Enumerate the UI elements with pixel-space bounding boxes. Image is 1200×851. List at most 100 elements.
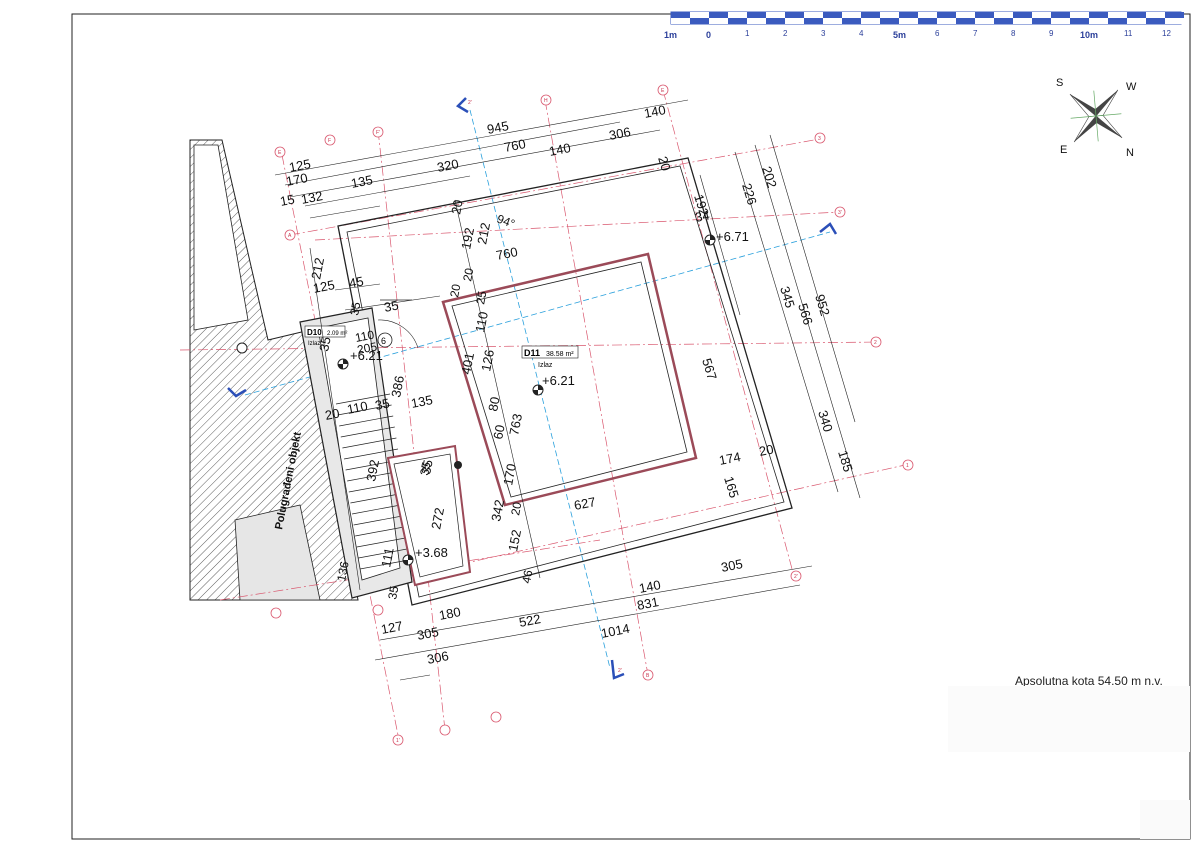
- scale-cell: [1165, 12, 1184, 18]
- dim-text: 140: [638, 577, 662, 596]
- scale-cell: [918, 12, 937, 18]
- scale-cell: [823, 12, 842, 18]
- dimensions-inner: 20 192 212 760 20 25 20 110 401 126 80 6…: [347, 154, 742, 584]
- stair-tread: [337, 404, 392, 416]
- scale-cell: [1165, 18, 1184, 24]
- level-d10: +6.21: [350, 348, 383, 363]
- scale-cell: [1032, 18, 1051, 24]
- scale-cell: [747, 12, 766, 18]
- scale-label-1: 1: [745, 29, 750, 38]
- scale-cell: [1089, 18, 1108, 24]
- dim-text: 80: [485, 396, 502, 413]
- dim-text: 15: [279, 191, 296, 208]
- scale-cell: [918, 18, 937, 24]
- dim-text: 20: [655, 154, 674, 172]
- stair-tread: [351, 503, 407, 515]
- scale-cell: [709, 12, 728, 18]
- dim-text: 110: [346, 398, 369, 417]
- scale-cell: [785, 18, 804, 24]
- compass-rose: N S E W: [1056, 77, 1137, 159]
- scale-cell: [1146, 12, 1165, 18]
- grid-label-3-prime: 3': [838, 210, 842, 216]
- grid-label-b: B: [646, 673, 650, 679]
- scale-cell: [709, 18, 728, 24]
- dim-text: 566: [795, 301, 816, 326]
- dim-text: 20: [460, 266, 476, 282]
- dim-text: 170: [500, 462, 519, 486]
- dim-text: 125: [312, 277, 336, 296]
- compass-e: E: [1060, 144, 1067, 156]
- dim-text: 35: [374, 395, 391, 412]
- scale-cell: [1051, 18, 1070, 24]
- dim-text: 35: [418, 459, 435, 476]
- scale-cell: [766, 18, 785, 24]
- dim-text: 35: [385, 584, 401, 600]
- scale-cell: [1089, 12, 1108, 18]
- dim-text: 35: [316, 336, 333, 353]
- scale-cell: [1127, 18, 1146, 24]
- stair-tread: [353, 514, 408, 526]
- absolute-elevation: Apsolutna kota 54.50 m n.v.: [1015, 674, 1163, 688]
- scale-cell: [994, 18, 1013, 24]
- level-stair: +3.68: [415, 545, 448, 560]
- scale-cell: [899, 18, 918, 24]
- room-code: D11: [524, 348, 540, 358]
- dim-text: 392: [363, 458, 382, 482]
- dim-text: 320: [436, 156, 460, 175]
- scale-cell: [804, 18, 823, 24]
- scale-cell: [1070, 18, 1089, 24]
- scale-cell: [1070, 12, 1089, 18]
- stair-number: 6: [381, 336, 386, 346]
- grid-label-f-prime: F': [376, 130, 380, 136]
- dim-text: 226: [739, 181, 760, 206]
- grid-label-f: F: [328, 138, 331, 144]
- dim-text: 272: [428, 506, 447, 530]
- dim-text: 305: [416, 624, 440, 643]
- dim-text: 192: [691, 192, 712, 217]
- dim-text: 306: [608, 124, 632, 143]
- compass-n: N: [1126, 147, 1134, 159]
- grid-label-1: 1: [906, 463, 909, 469]
- scale-label-2: 2: [783, 29, 788, 38]
- scale-label-12: 12: [1162, 29, 1171, 38]
- stair-tread: [358, 547, 413, 559]
- stair-tread: [339, 415, 394, 427]
- dim-text: 627: [573, 494, 597, 513]
- room-d11: D11 38.58 m² Izlaz: [521, 345, 579, 369]
- dim-text: 760: [495, 244, 519, 263]
- neighbor-building: Polugrađeni objekt: [189, 139, 359, 601]
- scale-cell: [1127, 12, 1146, 18]
- dim-text: 136: [334, 560, 352, 583]
- grid-label-2-prime: 2': [794, 574, 798, 580]
- dimension-lines: [274, 99, 861, 681]
- dim-text: 20: [447, 282, 463, 298]
- dim-text: 952: [812, 292, 833, 317]
- room-area: 38.58 m²: [546, 351, 574, 358]
- stair-tread: [343, 448, 399, 460]
- scale-cell: [690, 18, 709, 24]
- dim-text: 192: [458, 226, 477, 250]
- dimensions-right: 202 226 345 566 952 340 185 192 34 174 2…: [691, 164, 856, 473]
- scale-cell: [1013, 12, 1032, 18]
- scale-cell: [671, 18, 690, 24]
- stair-tread: [335, 393, 391, 405]
- dimensions-left: 212 125 45 35 35 110 205 386 135 20 110 …: [308, 256, 447, 600]
- dim-text: 140: [643, 102, 667, 121]
- scale-cell: [747, 18, 766, 24]
- scale-cell: [861, 18, 880, 24]
- scale-label-11: 11: [1124, 29, 1133, 38]
- dim-text: 132: [300, 188, 324, 207]
- scale-cell: [899, 12, 918, 18]
- scale-cell: [785, 12, 804, 18]
- scale-cell: [1051, 12, 1070, 18]
- scale-cell: [937, 18, 956, 24]
- scale-label-5m: 5m: [893, 30, 906, 40]
- scale-label-1m: 1m: [664, 30, 677, 40]
- dim-text: 180: [438, 604, 462, 623]
- scale-label-8: 8: [1011, 29, 1016, 38]
- scale-cell: [1108, 12, 1127, 18]
- compass-s: S: [1056, 77, 1063, 89]
- dimensions-bottom: 305 140 831 180 127 305 522 1014 306 627…: [380, 494, 744, 667]
- stair-core: [299, 299, 472, 599]
